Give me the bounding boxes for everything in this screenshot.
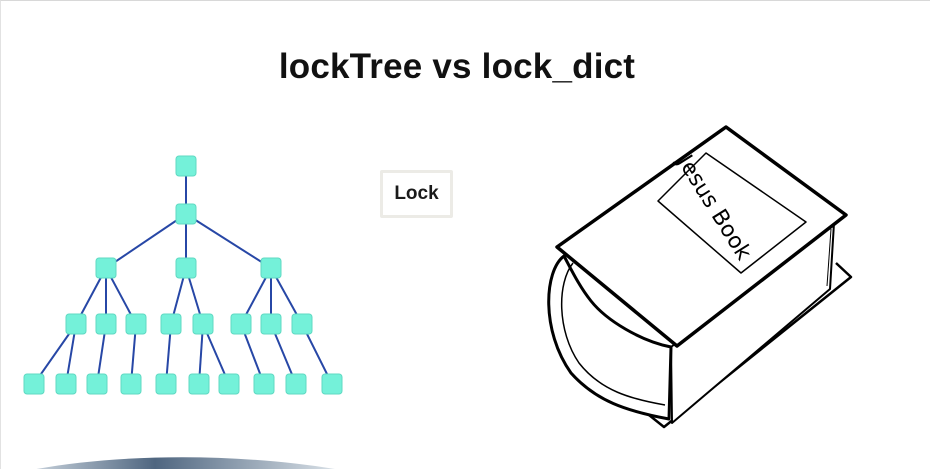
tree-node (55, 373, 77, 395)
lock-button[interactable]: Lock (380, 170, 453, 218)
tree-nodes (23, 155, 343, 395)
tree-node (155, 373, 177, 395)
tree-node (188, 373, 210, 395)
tree-node (125, 313, 147, 335)
tree-node (321, 373, 343, 395)
tree-node (175, 257, 197, 279)
tree-node (260, 313, 282, 335)
tree-node (65, 313, 87, 335)
tree-node (192, 313, 214, 335)
tree-node (218, 373, 240, 395)
tree-node (95, 257, 117, 279)
tree-node (260, 257, 282, 279)
tree-node (175, 203, 197, 225)
tree-node (175, 155, 197, 177)
tree-node (86, 373, 108, 395)
tree-node (285, 373, 307, 395)
tree-node (23, 373, 45, 395)
tree-node (160, 313, 182, 335)
tree-node (120, 373, 142, 395)
tree-edge (185, 213, 272, 269)
tree-node (253, 373, 275, 395)
tree-node (291, 313, 313, 335)
tree-node (230, 313, 252, 335)
book-icon (547, 125, 853, 429)
tree-node (95, 313, 117, 335)
slide-title: lockTree vs lock_dict (278, 47, 636, 86)
tree-edge (105, 213, 187, 269)
